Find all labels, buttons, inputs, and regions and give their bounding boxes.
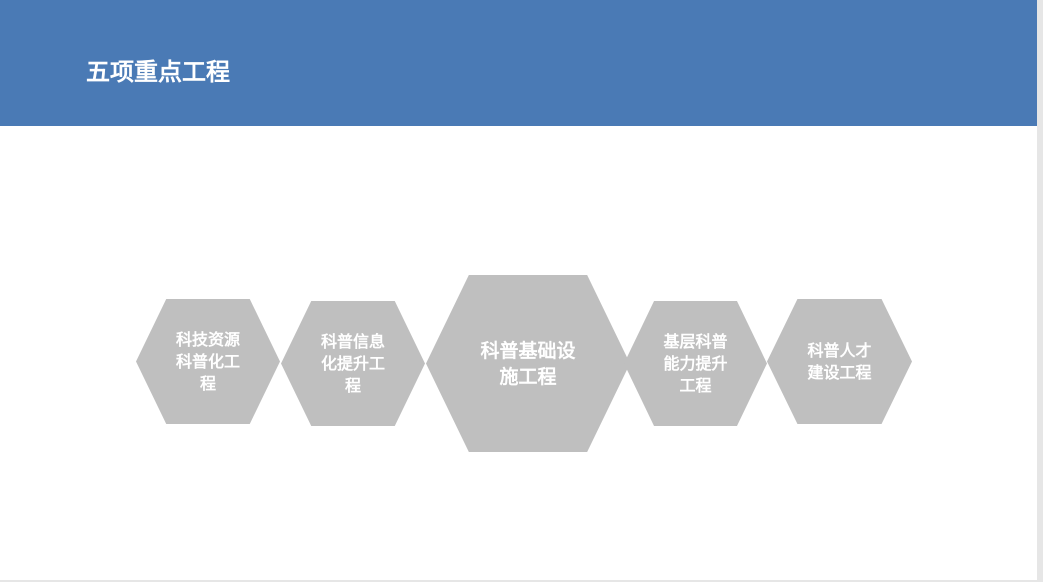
hexagon-label: 科普人才建设工程 (807, 340, 872, 382)
hexagon-label: 科普基础设施工程 (480, 339, 576, 388)
hexagon-label: 基层科普能力提升工程 (663, 331, 728, 395)
header-bar: 五项重点工程 (0, 0, 1037, 126)
page-title: 五项重点工程 (86, 58, 230, 86)
hexagon-project-3: 科普基础设施工程 (426, 275, 630, 452)
hexagon-label: 科普信息化提升工程 (320, 331, 385, 395)
hexagon-project-5: 科普人才建设工程 (767, 299, 912, 424)
hexagon-project-1: 科技资源科普化工程 (136, 299, 280, 424)
hexagon-label: 科技资源科普化工程 (175, 329, 240, 393)
hexagon-project-2: 科普信息化提升工程 (281, 301, 425, 426)
hexagon-project-4: 基层科普能力提升工程 (624, 301, 767, 426)
